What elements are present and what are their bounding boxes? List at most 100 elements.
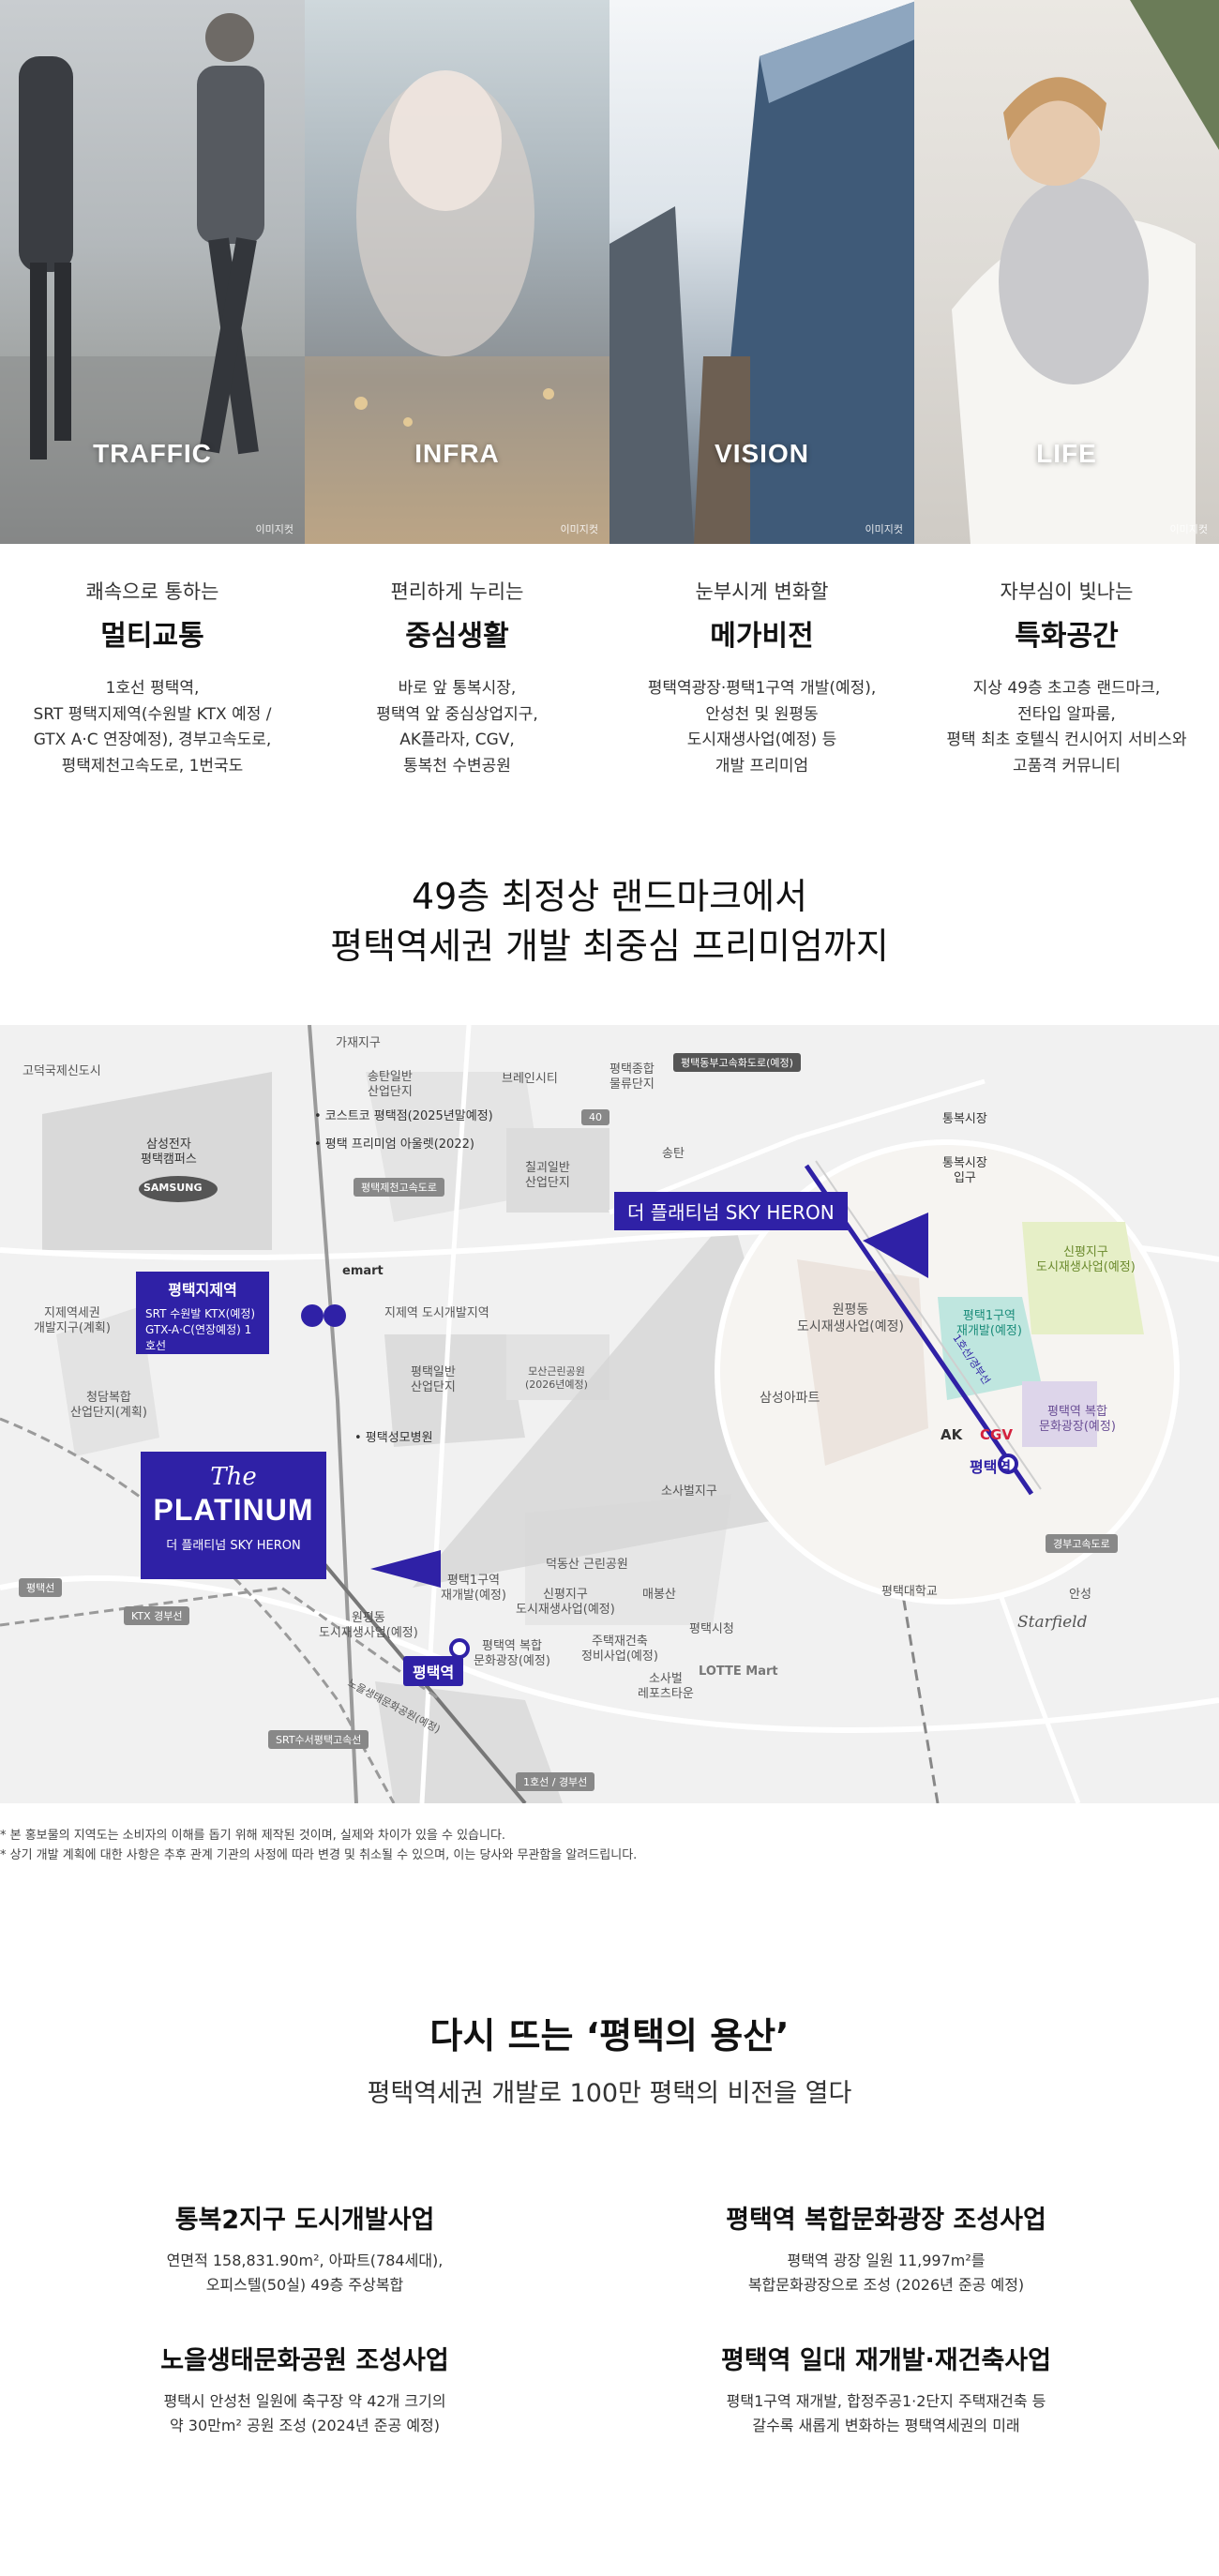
image-credit: 이미지컷 <box>255 523 293 535</box>
map-label: 브레인시티 <box>502 1072 558 1086</box>
map-label: 신평지구 도시재생사업(예정) <box>516 1588 615 1618</box>
infra-caption: INFRA <box>414 439 500 468</box>
srt-station-box: 평택지제역 SRT 수원발 KTX(예정) GTX-A·C(연장예정) 1호선 <box>136 1272 269 1354</box>
road-tag: 평택제천고속도로 <box>354 1178 444 1197</box>
road-tag: 1호선 / 경부선 <box>516 1772 595 1791</box>
map-label: 안성 <box>1069 1588 1091 1602</box>
zoom-label: 평택1구역 재개발(예정) <box>956 1309 1022 1339</box>
feature-vision: 눈부시게 변화할 메가비전 평택역광장·평택1구역 개발(예정), 안성천 및 … <box>610 577 914 779</box>
feature-description: 지상 49층 초고층 랜드마크, 전타입 알파룸, 평택 최초 호텔식 컨시어지… <box>946 679 1187 776</box>
life-caption: LIFE <box>1036 439 1097 468</box>
traffic-caption: TRAFFIC <box>93 439 212 468</box>
project-title: 평택역 일대 재개발·재건축사업 <box>721 2346 1051 2375</box>
photo-strip: TRAFFIC 이미지컷 INFRA 이미지컷 VISION 이미지컷 <box>0 0 1219 544</box>
yongsan-subtitle: 평택역세권 개발로 100만 평택의 비전을 열다 <box>367 2079 852 2108</box>
project-description: 평택시 안성천 일원에 축구장 약 42개 크기의 약 30만m² 공원 조성 … <box>163 2392 446 2435</box>
map-label: 송탄 <box>662 1147 685 1161</box>
logo-brand: PLATINUM <box>153 1493 314 1527</box>
life-photo: LIFE 이미지컷 <box>914 0 1219 544</box>
location-map: 고덕국제신도시 삼성전자 평택캠퍼스 SAMSUNG 가재지구 송탄일반 산업단… <box>0 1025 1219 1803</box>
map-label: • 평택 프리미엄 아울렛(2022) <box>314 1137 474 1152</box>
map-label: 고덕국제신도시 <box>23 1064 101 1078</box>
feature-title: 멀티교통 <box>100 620 204 653</box>
map-label: 평택역 복합 문화광장(예정) <box>474 1639 550 1669</box>
infra-photo: INFRA 이미지컷 <box>305 0 610 544</box>
map-label: 평택종합 물류단지 <box>610 1062 655 1092</box>
map-label: 주택재건축 정비사업(예정) <box>581 1634 658 1665</box>
road-tag: 40 <box>581 1109 610 1125</box>
project-item: 노을생태문화공원 조성사업 평택시 안성천 일원에 축구장 약 42개 크기의 … <box>70 2340 539 2439</box>
image-credit: 이미지컷 <box>560 523 598 535</box>
feature-title: 특화공간 <box>1015 620 1119 653</box>
zoom-label: 통복시장 <box>942 1112 987 1126</box>
logo-the: The <box>210 1463 257 1491</box>
zoom-label: 평택역 복합 문화광장(예정) <box>1039 1405 1116 1435</box>
feature-subtitle: 쾌속으로 통하는 <box>85 580 219 603</box>
project-title: 노을생태문화공원 조성사업 <box>160 2346 449 2375</box>
project-item: 평택역 일대 재개발·재건축사업 평택1구역 재개발, 합정주공1·2단지 주택… <box>652 2340 1121 2439</box>
project-description: 평택1구역 재개발, 합정주공1·2단지 주택재건축 등 갈수록 새롭게 변화하… <box>726 2392 1046 2435</box>
disclaimer-item: * 본 홍보물의 지역도는 소비자의 이해를 돕기 위해 제작된 것이며, 실제… <box>0 1829 506 1843</box>
feature-description: 평택역광장·평택1구역 개발(예정), 안성천 및 원평동 도시재생사업(예정)… <box>647 679 877 776</box>
feature-traffic: 쾌속으로 통하는 멀티교통 1호선 평택역, SRT 평택지제역(수원발 KTX… <box>0 577 305 779</box>
feature-title: 메가비전 <box>710 620 814 653</box>
map-graphic <box>0 1025 1219 1803</box>
logo-subtitle: 더 플래티넘 SKY HERON <box>166 1539 301 1553</box>
feature-subtitle: 편리하게 누리는 <box>390 580 524 603</box>
traffic-illustration <box>0 13 305 544</box>
map-label: 가재지구 <box>336 1036 381 1050</box>
vision-illustration <box>610 1 914 544</box>
map-label: 평택시청 <box>689 1622 734 1636</box>
road-tag: 평택동부고속화도로(예정) <box>673 1053 801 1072</box>
srt-line-1: SRT 수원발 KTX(예정) <box>145 1307 256 1320</box>
life-illustration <box>952 0 1219 544</box>
srt-station-title: 평택지제역 <box>168 1281 237 1299</box>
zoom-label: 통복시장 입구 <box>942 1156 987 1186</box>
map-label: • 평택성모병원 <box>354 1431 433 1445</box>
map-label: 송탄일반 산업단지 <box>368 1070 413 1100</box>
road-tag: SRT수서평택고속선 <box>268 1730 369 1749</box>
infra-illustration <box>305 70 610 544</box>
project-description: 평택역 광장 일원 11,997m²를 복합문화광장으로 조성 (2026년 준… <box>747 2252 1025 2295</box>
zoom-station-label: 평택역 <box>970 1458 1012 1476</box>
feature-description: 1호선 평택역, SRT 평택지제역(수원발 KTX 예정 / GTX A·C … <box>33 679 272 776</box>
map-label: 지제역 도시개발지역 <box>384 1306 489 1320</box>
site-pin-label: 더 플래티넘 SKY HERON <box>614 1192 848 1230</box>
feature-subtitle: 눈부시게 변화할 <box>695 580 829 603</box>
map-label: 소사벌 레포츠타운 <box>638 1672 694 1702</box>
project-title: 통복2지구 도시개발사업 <box>174 2206 435 2235</box>
map-label: 칠괴일반 산업단지 <box>525 1161 570 1191</box>
srt-line-2: GTX-A·C(연장예정) 1호선 <box>145 1323 252 1352</box>
feature-life: 자부심이 빛나는 특화공간 지상 49층 초고층 랜드마크, 전타입 알파룸, … <box>914 577 1219 779</box>
map-label: 모산근린공원 (2026년예정) <box>525 1365 588 1391</box>
map-label: 청담복합 산업단지(계획) <box>70 1391 147 1421</box>
feature-list: 쾌속으로 통하는 멀티교통 1호선 평택역, SRT 평택지제역(수원발 KTX… <box>0 577 1219 779</box>
traffic-photo: TRAFFIC 이미지컷 <box>0 0 305 544</box>
map-label: 매봉산 <box>642 1588 676 1602</box>
vision-caption: VISION <box>715 439 809 468</box>
project-item: 통복2지구 도시개발사업 연면적 158,831.90m², 아파트(784세대… <box>70 2199 539 2298</box>
map-label: 덕동산 근린공원 <box>546 1558 628 1572</box>
zoom-label: 삼성아파트 <box>760 1391 820 1406</box>
project-list: 통복2지구 도시개발사업 연면적 158,831.90m², 아파트(784세대… <box>0 2199 1219 2480</box>
map-label: 원평동 도시재생사업(예정) <box>319 1611 418 1641</box>
samsung-logo: SAMSUNG <box>143 1182 203 1194</box>
zoom-label: 신평지구 도시재생사업(예정) <box>1036 1245 1136 1275</box>
section-headline: 49층 최정상 랜드마크에서 평택역세권 개발 최중심 프리미엄까지 <box>330 876 889 968</box>
feature-description: 바로 앞 통복시장, 평택역 앞 중심상업지구, AK플라자, CGV, 통복천… <box>376 679 538 776</box>
project-description: 연면적 158,831.90m², 아파트(784세대), 오피스텔(50실) … <box>166 2252 444 2295</box>
project-item: 평택역 복합문화광장 조성사업 평택역 광장 일원 11,997m²를 복합문화… <box>652 2199 1121 2298</box>
feature-title: 중심생활 <box>405 620 509 653</box>
yongsan-title: 다시 뜨는 ‘평택의 용산’ <box>429 2015 790 2056</box>
feature-subtitle: 자부심이 빛나는 <box>1000 580 1134 603</box>
platinum-logo: The PLATINUM 더 플래티넘 SKY HERON <box>141 1452 326 1579</box>
map-label: 소사벌지구 <box>661 1484 717 1499</box>
ak-logo: AK <box>941 1426 963 1443</box>
map-label: • 코스트코 평택점(2025년말예정) <box>314 1109 493 1123</box>
cgv-logo: CGV <box>980 1426 1013 1443</box>
disclaimer-item: * 상기 개발 계획에 대한 사항은 추후 관계 기관의 사정에 따라 변경 및… <box>0 1847 638 1862</box>
image-credit: 이미지컷 <box>1169 523 1208 535</box>
project-title: 평택역 복합문화광장 조성사업 <box>726 2206 1046 2235</box>
emart-logo: emart <box>342 1264 384 1278</box>
map-label: 평택일반 산업단지 <box>411 1365 456 1395</box>
